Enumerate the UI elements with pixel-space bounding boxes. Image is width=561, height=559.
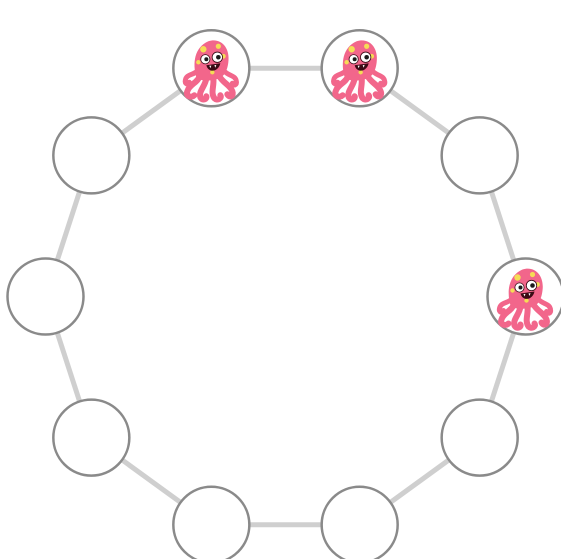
slot-ring (8, 259, 84, 335)
board-slot-4[interactable] (442, 400, 518, 476)
board-slot-8[interactable] (8, 259, 84, 335)
board-slot-6[interactable] (173, 487, 249, 559)
slot-ring (322, 487, 398, 559)
slot-ring (53, 400, 129, 476)
slot-ring (442, 400, 518, 476)
slot-ring (442, 117, 518, 193)
board-slot-9[interactable] (53, 117, 129, 193)
board-slot-5[interactable] (322, 487, 398, 559)
board-slot-0[interactable] (173, 30, 249, 106)
board-slot-7[interactable] (53, 400, 129, 476)
board-slot-1[interactable] (322, 30, 398, 106)
slot-ring (173, 487, 249, 559)
board-slot-2[interactable] (442, 117, 518, 193)
board-slot-3[interactable] (488, 259, 561, 335)
slot-ring (53, 117, 129, 193)
board-slots (8, 30, 561, 559)
